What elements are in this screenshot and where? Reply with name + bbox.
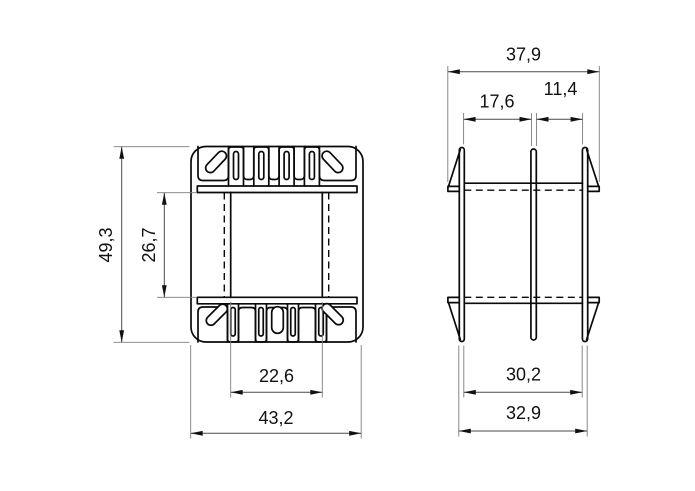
front-body-outline bbox=[190, 145, 364, 343]
side-hidden-edges bbox=[464, 189, 583, 298]
corner-pin-top-right bbox=[321, 150, 344, 174]
front-view bbox=[190, 145, 364, 343]
dimension-side-flange-inner: 30,2 bbox=[463, 345, 583, 398]
dimension-side-pitch-left: 17,6 bbox=[463, 92, 532, 146]
dimension-front-window-height: 26,7 bbox=[139, 192, 196, 298]
side-view bbox=[447, 146, 601, 343]
dimension-side-pitch-right: 11,4 bbox=[536, 79, 584, 146]
dim-label-front-overall-height: 49,3 bbox=[96, 227, 116, 262]
dim-label-side-flange-inner: 30,2 bbox=[506, 365, 541, 385]
dim-label-front-window-width: 22,6 bbox=[259, 366, 294, 386]
dim-label-side-overall-width: 37,9 bbox=[506, 45, 541, 65]
dimension-front-window-width: 22,6 bbox=[230, 302, 323, 398]
dimension-side-flange-outer: 32,9 bbox=[458, 345, 588, 437]
corner-pin-top-left bbox=[204, 150, 228, 174]
dim-label-front-window-height: 26,7 bbox=[139, 227, 159, 262]
front-winding-window bbox=[229, 191, 324, 299]
dimension-front-overall-height: 49,3 bbox=[96, 146, 190, 343]
front-center-stud bbox=[270, 305, 285, 335]
flange-middle bbox=[530, 148, 538, 341]
corner-pin-bottom-right bbox=[321, 302, 345, 326]
dim-label-side-pitch-left: 17,6 bbox=[479, 92, 514, 112]
front-top-prongs bbox=[227, 146, 321, 187]
front-bottom-prongs bbox=[226, 302, 328, 343]
dimension-front-overall-width: 43,2 bbox=[190, 345, 362, 439]
front-corner-pins bbox=[204, 150, 345, 327]
front-hidden-edges bbox=[223, 192, 330, 298]
front-top-flange-bar bbox=[196, 185, 358, 194]
side-pin-flares bbox=[447, 148, 600, 341]
side-tube-edges bbox=[463, 182, 584, 305]
dim-label-side-flange-outer: 32,9 bbox=[506, 403, 541, 423]
flange-right bbox=[581, 146, 589, 343]
dim-label-front-overall-width: 43,2 bbox=[258, 408, 293, 428]
flange-left bbox=[458, 146, 466, 343]
dim-label-side-pitch-right: 11,4 bbox=[544, 79, 578, 99]
corner-pin-bottom-left bbox=[205, 303, 229, 327]
side-pin-feet bbox=[447, 185, 601, 304]
front-bottom-flange-bar bbox=[196, 296, 358, 305]
side-flanges bbox=[458, 146, 589, 343]
dimension-side-overall-width: 37,9 bbox=[447, 45, 600, 182]
